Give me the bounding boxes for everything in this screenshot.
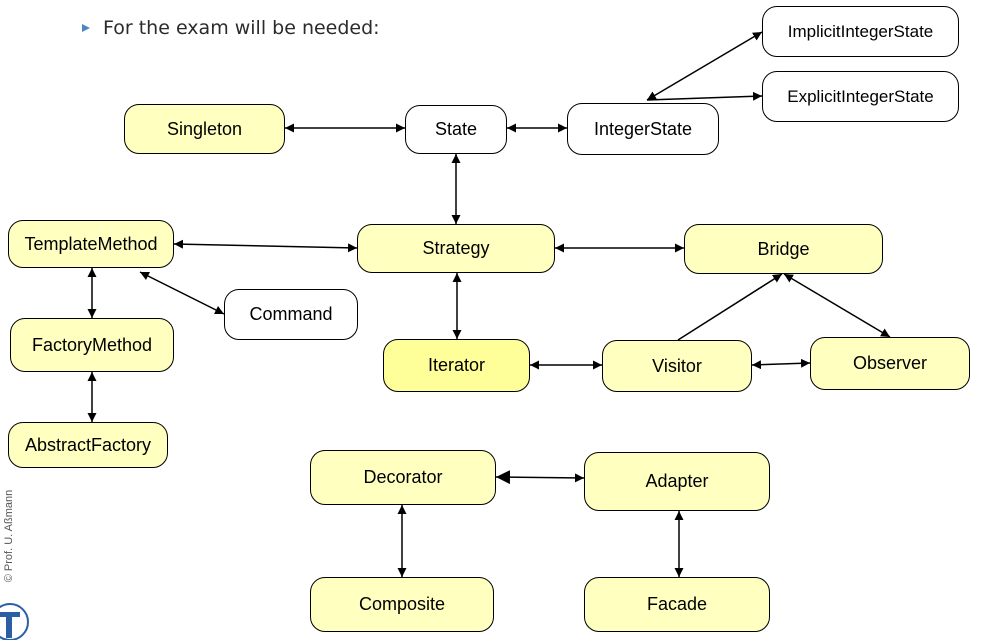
arrow-visitor-bridge — [677, 273, 783, 341]
node-observer: Observer — [810, 337, 970, 390]
node-strategy: Strategy — [357, 224, 555, 273]
node-iterator: Iterator — [383, 339, 530, 392]
arrow-visitor-observer — [751, 358, 811, 370]
copyright-text: © Prof. U. Aßmann — [3, 489, 15, 583]
bullet-item: For the exam will be needed: — [82, 14, 380, 42]
node-factory-method: FactoryMethod — [10, 318, 174, 372]
node-implicit-integer-state: ImplicitIntegerState — [762, 6, 959, 57]
node-visitor: Visitor — [602, 340, 752, 392]
university-logo-icon — [0, 603, 29, 640]
node-facade: Facade — [584, 577, 770, 632]
node-command: Command — [224, 289, 358, 340]
arrow-observer-bridge — [783, 273, 891, 338]
arrow-templatemethod-command — [139, 271, 225, 315]
bullet-text: For the exam will be needed: — [103, 17, 380, 39]
node-bridge: Bridge — [684, 224, 883, 274]
arrow-templatemethod-strategy — [173, 239, 358, 253]
arrow-integerstate-implicit — [646, 31, 763, 101]
node-explicit-integer-state: ExplicitIntegerState — [762, 71, 959, 122]
node-abstract-factory: AbstractFactory — [8, 422, 168, 468]
node-decorator: Decorator — [310, 450, 496, 505]
arrow-decorator-adapter — [495, 470, 585, 485]
node-template-method: TemplateMethod — [8, 220, 174, 268]
node-composite: Composite — [310, 577, 494, 632]
arrow-integerstate-explicit — [646, 91, 763, 101]
bullet-triangle-icon — [82, 24, 90, 32]
node-integer-state: IntegerState — [567, 103, 719, 155]
node-adapter: Adapter — [584, 452, 770, 511]
node-state: State — [405, 105, 507, 154]
node-singleton: Singleton — [124, 104, 285, 154]
